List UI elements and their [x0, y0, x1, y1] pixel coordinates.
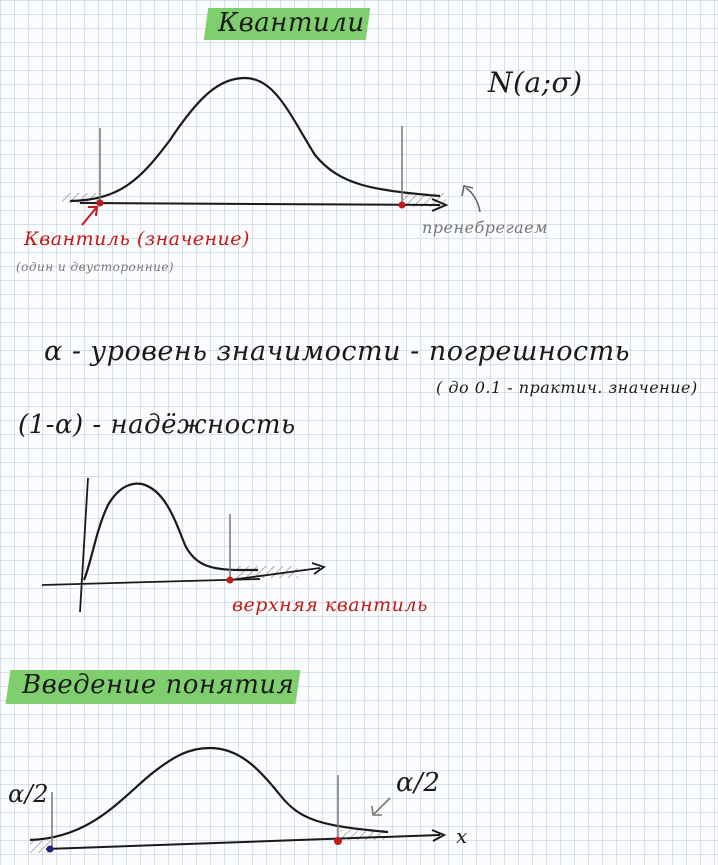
right-alpha-hatch: [340, 830, 386, 840]
figure-bell-curve-1: [62, 76, 481, 226]
left-quantile-point: [96, 199, 104, 207]
distribution-notation: N(a;σ): [488, 66, 583, 99]
bell-curve-2: [29, 746, 389, 842]
right-quantile-point: [398, 201, 406, 209]
x-axis-1-arrow: [431, 198, 449, 212]
alpha-half-left: α/2: [8, 780, 50, 808]
skewed-curve: [82, 482, 258, 581]
x-axis-2-arrow: [311, 562, 326, 575]
bell-curve-1: [69, 76, 441, 203]
alpha-pointer-head: [371, 805, 382, 816]
upper-quantile-point: [226, 576, 234, 584]
quantile-pointer-head: [88, 206, 99, 217]
y-axis-2: [79, 477, 89, 613]
x-axis-3-arrow: [431, 829, 447, 842]
upper-quantile-label: верхняя квантиль: [232, 594, 428, 616]
neglect-label: пренебрегаем: [422, 218, 548, 237]
quantile-label: Квантиль (значение): [24, 228, 250, 250]
section2-title: Введение понятия: [22, 670, 295, 700]
page-title: Квантили: [218, 8, 365, 38]
quantile-note: (один и двусторонние): [16, 260, 175, 274]
quantile-pointer-arrow: [81, 207, 97, 226]
left-tail-hatch: [62, 193, 100, 203]
neglect-pointer-head: [461, 185, 474, 197]
alpha-definition: α - уровень значимости - погрешность: [44, 336, 630, 367]
x-axis-3: [45, 834, 441, 850]
left-alpha-point: [46, 845, 54, 853]
left-alpha-hatch: [30, 841, 52, 853]
x-axis-2-tail: [229, 567, 321, 581]
figure-bell-curve-2: [29, 746, 447, 853]
x-axis-label: x: [456, 824, 468, 848]
figure-skewed-density: [41, 477, 326, 613]
x-axis-2: [41, 578, 261, 586]
alpha-half-right: α/2: [396, 768, 441, 798]
x-axis-1: [79, 202, 441, 206]
alpha-note: ( до 0.1 - практич. значение): [436, 378, 698, 397]
right-alpha-point: [334, 837, 342, 845]
alpha-pointer-arrow: [373, 797, 391, 815]
reliability-definition: (1-α) - надёжность: [18, 410, 296, 440]
neglect-pointer-arrow: [465, 187, 481, 213]
